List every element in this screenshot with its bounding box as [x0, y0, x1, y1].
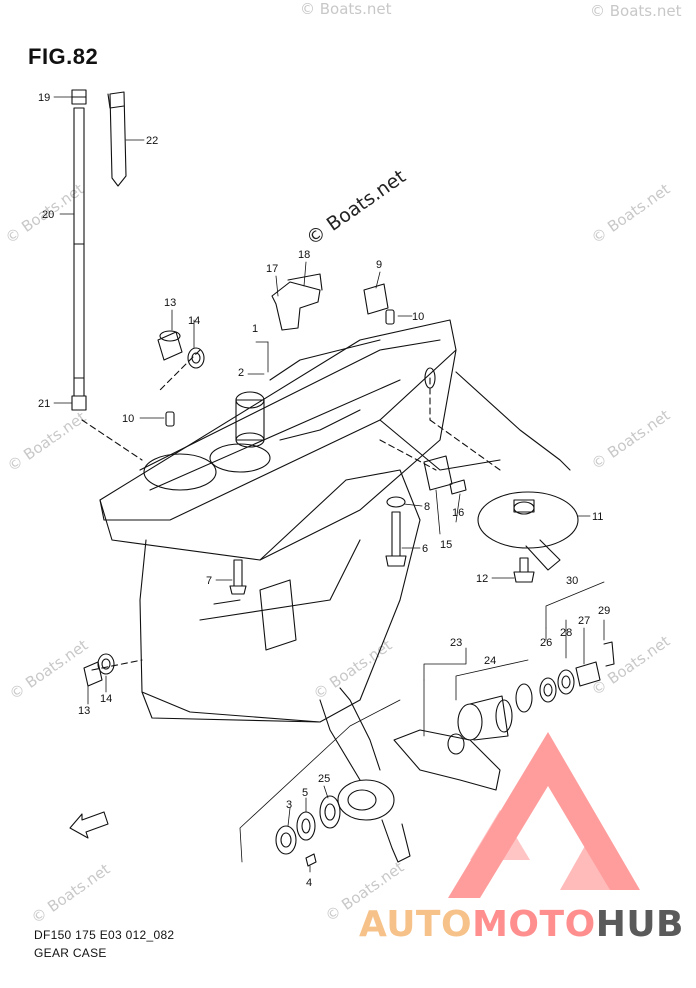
- callout-2: 2: [238, 367, 244, 379]
- callout-29: 29: [598, 605, 610, 617]
- gear-case-housing: [99, 319, 571, 723]
- callout-labels: 19 20 21 22 1 2 13 14 17 18 9 10 10 8 16…: [38, 92, 610, 889]
- watermark-center: © Boats.net: [302, 166, 410, 251]
- callout-10-right: 10: [412, 311, 424, 323]
- brand-part-auto: AUTO: [358, 904, 473, 945]
- callout-28: 28: [560, 627, 572, 639]
- callout-20: 20: [42, 209, 54, 221]
- callout-23: 23: [450, 637, 462, 649]
- watermark: © Boats.net: [590, 2, 682, 20]
- watermark: © Boats.net: [28, 860, 113, 927]
- callout-1: 1: [252, 323, 258, 335]
- callout-3: 3: [286, 799, 292, 811]
- callout-30: 30: [566, 575, 578, 587]
- shift-rod: [71, 89, 87, 411]
- watermark: © Boats.net: [588, 406, 673, 473]
- callout-18: 18: [298, 249, 310, 261]
- washer-25: [319, 795, 341, 829]
- callout-14-lower: 14: [100, 693, 112, 705]
- callout-24: 24: [484, 655, 496, 667]
- watermark: © Boats.net: [588, 632, 673, 699]
- callout-14-upper: 14: [188, 315, 200, 327]
- bolt-7: [229, 559, 247, 595]
- callout-22: 22: [146, 135, 158, 147]
- brand-logo-mark: [448, 732, 640, 898]
- callout-7: 7: [206, 575, 212, 587]
- propeller: [319, 687, 501, 863]
- callout-4: 4: [306, 877, 312, 889]
- figure-title: FIG.82: [28, 44, 99, 69]
- assembly-guide-lines: [81, 349, 501, 671]
- cotter-pin-4: [305, 853, 317, 867]
- spacer-5: [296, 811, 316, 841]
- anode-clip-17-18: [271, 273, 323, 331]
- callout-19: 19: [38, 92, 50, 104]
- callout-26: 26: [540, 637, 552, 649]
- watermark: © Boats.net: [588, 180, 673, 247]
- callout-6: 6: [422, 543, 428, 555]
- brand-part-hub: HUB: [595, 904, 684, 945]
- brand-logo-text: AUTOMOTOHUB: [359, 904, 684, 945]
- screw-16: [449, 479, 467, 495]
- drain-plug-upper: [157, 330, 205, 369]
- nut-3: [275, 825, 297, 855]
- drain-plug-lower: [83, 653, 115, 687]
- callout-15: 15: [440, 539, 452, 551]
- brand-part-moto: MOTO: [472, 904, 596, 945]
- watermark: © Boats.net: [4, 408, 89, 475]
- plug-9: [363, 283, 389, 315]
- callout-16: 16: [452, 507, 464, 519]
- callout-5: 5: [302, 787, 308, 799]
- callout-11: 11: [592, 511, 603, 523]
- dowel-pins: [165, 309, 395, 427]
- watermark: © Boats.net: [300, 0, 392, 18]
- fwd-arrow-icon: [69, 811, 109, 839]
- watermark: © Boats.net: [6, 636, 91, 703]
- callout-13-lower: 13: [78, 705, 90, 717]
- callout-25: 25: [318, 773, 330, 785]
- leader-lines: [53, 96, 605, 873]
- thrust-bushing: [447, 695, 513, 755]
- diagram-name: GEAR CASE: [34, 946, 107, 960]
- callout-17: 17: [266, 263, 278, 275]
- shift-rod-clamp: [107, 91, 127, 187]
- callout-21: 21: [38, 398, 50, 410]
- callout-10-left: 10: [122, 413, 134, 425]
- callout-12: 12: [476, 573, 488, 585]
- diagram-code: DF150 175 E03 012_082: [34, 928, 175, 942]
- bracket-15: [423, 455, 453, 491]
- callout-27: 27: [578, 615, 590, 627]
- trim-tab-anode: [477, 491, 579, 571]
- rear-spacers-26-27: [515, 641, 615, 713]
- callout-8: 8: [424, 501, 430, 513]
- watermark: © Boats.net: [310, 636, 395, 703]
- callout-13-upper: 13: [164, 297, 176, 309]
- bolt-12: [513, 557, 535, 583]
- callout-9: 9: [376, 259, 382, 271]
- bolt-6: [385, 496, 407, 567]
